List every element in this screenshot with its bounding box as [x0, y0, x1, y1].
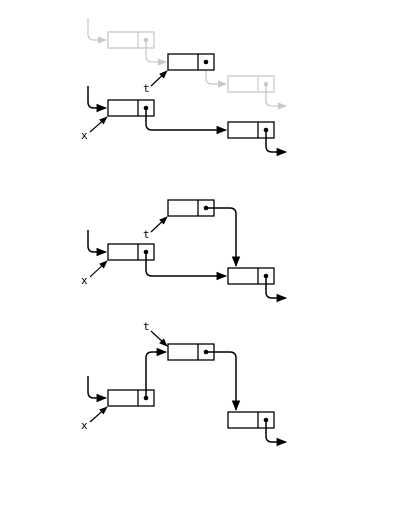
panel-2: t x	[81, 199, 288, 303]
node-x	[107, 99, 155, 117]
node-y	[227, 411, 275, 429]
faded-node-1	[107, 31, 155, 49]
outgoing-arrow-y	[265, 276, 288, 303]
x-pointer-arrow	[89, 406, 108, 423]
node-t	[167, 343, 215, 361]
link-t-to-y	[206, 207, 241, 268]
link-x-to-t	[145, 347, 168, 398]
incoming-arrow-x	[87, 230, 108, 257]
node-t-pointer-dot	[203, 59, 209, 65]
link-t-to-y	[206, 351, 241, 412]
outgoing-arrow-y	[265, 420, 288, 447]
x-pointer-arrow	[89, 116, 108, 133]
incoming-arrow-x	[87, 376, 108, 403]
node-t	[167, 53, 215, 71]
faded-link-t-to-node3	[205, 62, 227, 88]
faded-incoming-arrow	[87, 18, 107, 44]
x-label: x	[81, 274, 88, 287]
link-x-to-y	[145, 108, 228, 135]
x-label: x	[81, 129, 88, 142]
panel-3: t x	[81, 320, 288, 447]
incoming-arrow-x	[87, 86, 108, 113]
t-label: t	[143, 320, 150, 333]
panel-1: t x	[81, 18, 288, 157]
t-label: t	[143, 228, 150, 241]
faded-outgoing-arrow	[265, 84, 287, 110]
node-x	[107, 389, 155, 407]
t-pointer-arrow	[150, 70, 168, 87]
x-pointer-arrow	[89, 260, 108, 278]
node-y	[227, 121, 275, 139]
t-pointer-arrow	[150, 330, 168, 347]
t-pointer-arrow	[150, 216, 168, 233]
faded-link-node1-to-t	[145, 40, 167, 66]
link-x-to-y	[145, 252, 228, 281]
x-label: x	[81, 419, 88, 432]
faded-node-3	[227, 75, 275, 93]
outgoing-arrow-y	[265, 130, 288, 157]
node-y	[227, 267, 275, 285]
t-label: t	[143, 82, 150, 95]
node-x	[107, 243, 155, 261]
